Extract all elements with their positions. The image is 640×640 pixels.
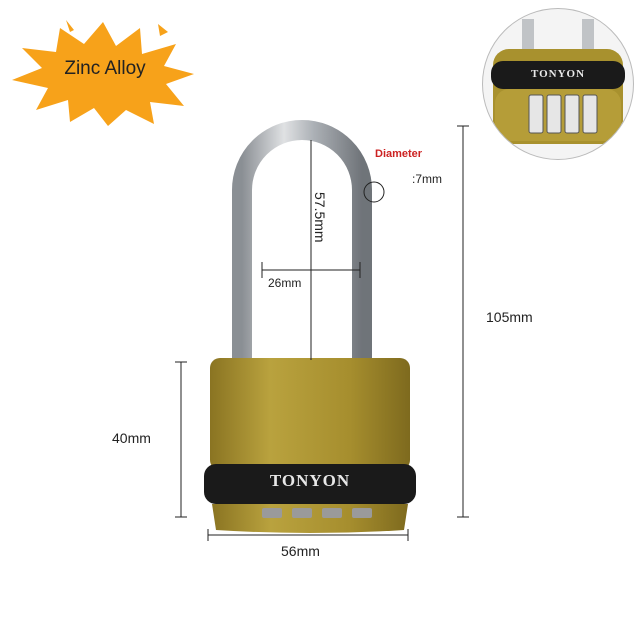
body-height-label: 40mm (112, 430, 151, 446)
shackle-height-label: 57.5mm (312, 192, 328, 243)
diameter-label: Diameter (375, 148, 423, 160)
brand-logo: TONYON (269, 471, 351, 490)
lock-body (210, 358, 410, 470)
total-height-label: 105mm (486, 309, 533, 325)
dial-wheel (262, 508, 282, 518)
dial-wheel (322, 508, 342, 518)
closeup-inset: TONYON (482, 8, 634, 160)
padlock-image (204, 120, 416, 533)
diameter-value: :7mm (412, 172, 442, 186)
starburst-badge (12, 20, 194, 126)
badge-label: Zinc Alloy (64, 58, 146, 79)
body-width-label: 56mm (281, 543, 320, 559)
closeup-image (491, 19, 625, 144)
shackle-width-label: 26mm (268, 276, 302, 290)
inset-brand-logo: TONYON (530, 68, 586, 80)
shackle (232, 120, 372, 360)
dial-wheel (292, 508, 312, 518)
bumper (204, 464, 416, 504)
dial-wheel (352, 508, 372, 518)
